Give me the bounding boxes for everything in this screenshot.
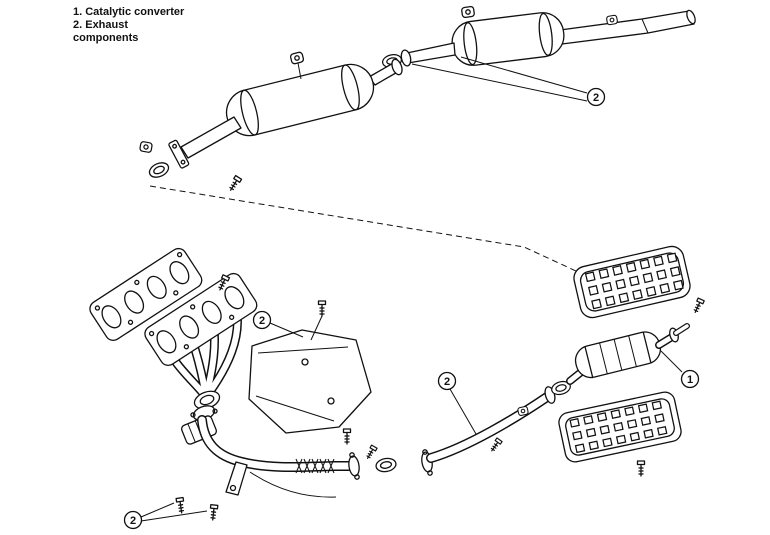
catalytic-converter-assembly: [558, 245, 705, 477]
bolt: [636, 460, 646, 477]
hanger-bracket: [460, 5, 476, 19]
inlet-flange: [168, 139, 190, 169]
callout-muffler-joint: 2: [586, 87, 606, 107]
hanger-bracket: [138, 140, 154, 154]
bolt: [175, 496, 186, 515]
tailpipe: [559, 10, 695, 45]
callout-label: 2: [593, 92, 599, 104]
legend-line-3: components: [73, 32, 139, 44]
collector-gasket: [193, 390, 221, 410]
callout-leader-lines: [140, 56, 683, 522]
bolt: [208, 504, 219, 521]
catalytic-converter: [574, 331, 662, 379]
heat-shield: [248, 329, 372, 434]
support-bracket: [225, 461, 248, 496]
hanger-rod: [249, 471, 337, 498]
rear-muffler-inlet-pipe: [406, 42, 456, 64]
gasket-ring: [374, 456, 398, 474]
hanger-bracket: [516, 405, 530, 417]
legend-line-2: 2. Exhaust: [73, 19, 129, 31]
legend-line-1: 1. Catalytic converter: [73, 6, 185, 18]
callout-label: 2: [130, 515, 136, 527]
hanger-bracket: [605, 14, 619, 26]
lower-heat-shield: [558, 391, 682, 463]
hanger-bracket: [289, 51, 305, 65]
callout-label: 2: [444, 376, 450, 388]
manifold-gasket: [89, 247, 203, 341]
bolt: [317, 300, 327, 317]
bolt: [364, 444, 378, 461]
braid-section: [295, 458, 335, 474]
gasket-ring: [146, 159, 172, 181]
assembly-guide-lines: [149, 185, 577, 272]
rear-muffler-assembly: [380, 5, 696, 70]
main-muffler-assembly: [138, 51, 403, 193]
exhaust-manifold-assembly: [89, 247, 258, 421]
inlet-pipe: [180, 116, 242, 159]
flange: [348, 455, 360, 477]
callout-front-pipe-hardware: 2: [123, 510, 143, 530]
bolt: [691, 297, 705, 315]
rear-muffler: [451, 12, 565, 66]
callout-label: 1: [687, 374, 693, 386]
main-muffler: [225, 63, 375, 137]
callout-intermediate-pipe: 2: [437, 371, 457, 391]
flange: [391, 58, 403, 76]
bolt: [227, 174, 243, 193]
callout-heat-shield: 2: [252, 310, 272, 330]
front-pipe-assembly: [175, 415, 398, 521]
tailpipe-tip: [686, 9, 696, 25]
callout-label: 2: [259, 315, 265, 327]
manifold-flange: [144, 272, 258, 366]
manifold-heat-shield: [248, 300, 372, 445]
bolt: [342, 428, 352, 445]
legend: 1. Catalytic converter 2. Exhaust compon…: [73, 6, 184, 45]
callout-catalytic-converter: 1: [680, 369, 700, 389]
intermediate-pipe-assembly: [421, 378, 573, 476]
upper-heat-shield: [573, 245, 691, 319]
bolt: [488, 437, 503, 454]
